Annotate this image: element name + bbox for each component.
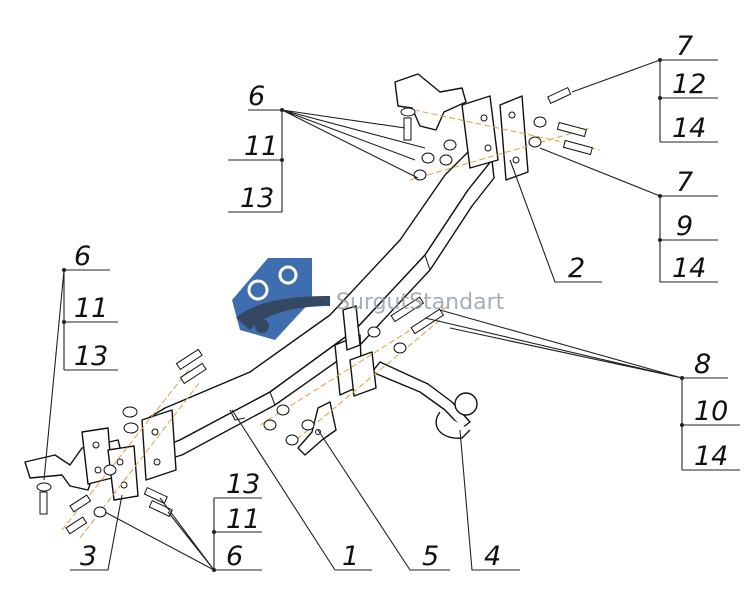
callout-top-right-a: 7 12 14	[571, 31, 718, 144]
gear-icon	[247, 279, 269, 301]
callout-label: 8	[694, 349, 711, 380]
callout-label: 14	[672, 253, 706, 284]
part-label-1: 1	[342, 541, 359, 572]
callout-left: 6 11 13	[43, 241, 118, 481]
callout-label: 13	[240, 183, 274, 214]
callout-right: 8 10 14	[424, 309, 740, 472]
part-label-5: 5	[422, 541, 439, 572]
part-label-4: 4	[484, 541, 501, 572]
part-label-3: 3	[80, 541, 97, 572]
callout-label: 13	[226, 469, 260, 500]
right-bracket	[394, 73, 529, 181]
watermark-logo: SurgutStandart	[232, 258, 505, 340]
callout-label: 11	[226, 504, 260, 535]
callout-label: 13	[74, 341, 108, 372]
fasteners	[36, 86, 593, 535]
socket-plate	[297, 401, 337, 456]
callout-label: 6	[74, 241, 91, 272]
callout-label: 6	[226, 541, 243, 572]
callout-label: 7	[676, 167, 693, 198]
tow-ball-arm	[334, 305, 478, 439]
callout-label: 9	[676, 211, 693, 242]
callout-label: 14	[694, 441, 728, 472]
callout-label: 14	[672, 113, 706, 144]
part-label-2: 2	[568, 253, 585, 284]
part-labels: 1 2 3 4 5	[70, 159, 602, 572]
callout-label: 11	[74, 293, 108, 324]
callout-label: 12	[672, 69, 706, 100]
callout-top-left: 6 11 13	[228, 81, 426, 214]
callout-label: 6	[248, 81, 265, 112]
watermark-text: SurgutStandart	[336, 290, 505, 315]
callout-label: 11	[244, 131, 278, 162]
callout-top-right-b: 7 9 14	[539, 147, 718, 284]
callout-label: 7	[676, 31, 693, 62]
left-bracket	[24, 409, 177, 501]
callout-bottom: 13 11 6	[104, 469, 262, 572]
callout-label: 10	[694, 396, 728, 427]
gear-icon	[278, 265, 298, 285]
